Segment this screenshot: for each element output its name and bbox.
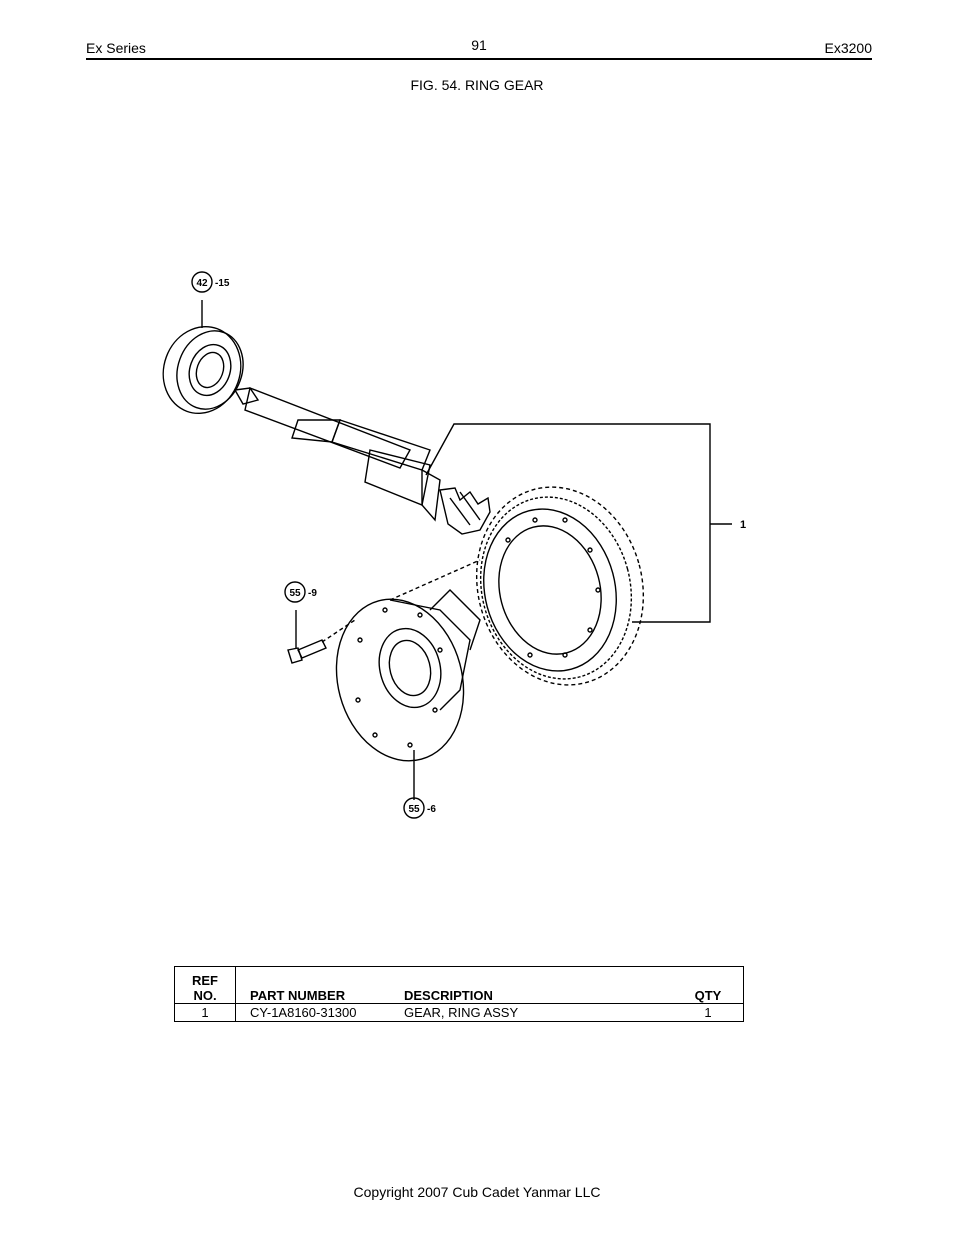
qty-cell: 1 [673,1003,744,1022]
table-row: 1 CY-1A8160-31300 GEAR, RING ASSY 1 [174,1003,744,1022]
svg-text:-15: -15 [215,278,230,289]
svg-text:55: 55 [289,588,301,599]
table-header-row: REF NO. PART NUMBER DESCRIPTION QTY [174,966,744,1004]
svg-text:-9: -9 [308,588,317,599]
figure-title: FIG. 54. RING GEAR [410,77,544,93]
description-header: DESCRIPTION [390,966,673,1004]
ring-gear-diagram: 42 -15 [110,120,810,960]
svg-text:42: 42 [196,278,208,289]
svg-text:55: 55 [408,804,420,815]
ring-gear-illustration [475,486,645,686]
svg-text:1: 1 [740,519,746,531]
parts-table: REF NO. PART NUMBER DESCRIPTION QTY 1 CY… [174,966,744,1022]
bolt-callout: 55 -9 [284,581,317,603]
part-number-cell: CY-1A8160-31300 [235,1003,390,1022]
ref-no-header: REF NO. [174,966,236,1004]
svg-text:-6: -6 [427,804,436,815]
model-label: Ex3200 [824,40,872,56]
part-number-header: PART NUMBER [235,966,390,1004]
assembly-bracket: 1 [425,423,746,623]
bearing-illustration [162,300,244,415]
series-label: Ex Series [86,40,146,56]
case-callout: 55 -6 [403,797,436,819]
copyright-footer: Copyright 2007 Cub Cadet Yanmar LLC [353,1184,601,1200]
pinion-shaft-illustration [233,387,491,535]
differential-case-illustration [335,589,481,800]
description-cell: GEAR, RING ASSY [390,1003,673,1022]
bolt-illustration [287,559,481,664]
page-header: Ex Series 91 Ex3200 [86,37,872,60]
page-number: 91 [471,37,487,53]
bearing-callout: 42 -15 [191,271,230,293]
ref-no-cell: 1 [174,1003,236,1022]
qty-header: QTY [673,966,744,1004]
